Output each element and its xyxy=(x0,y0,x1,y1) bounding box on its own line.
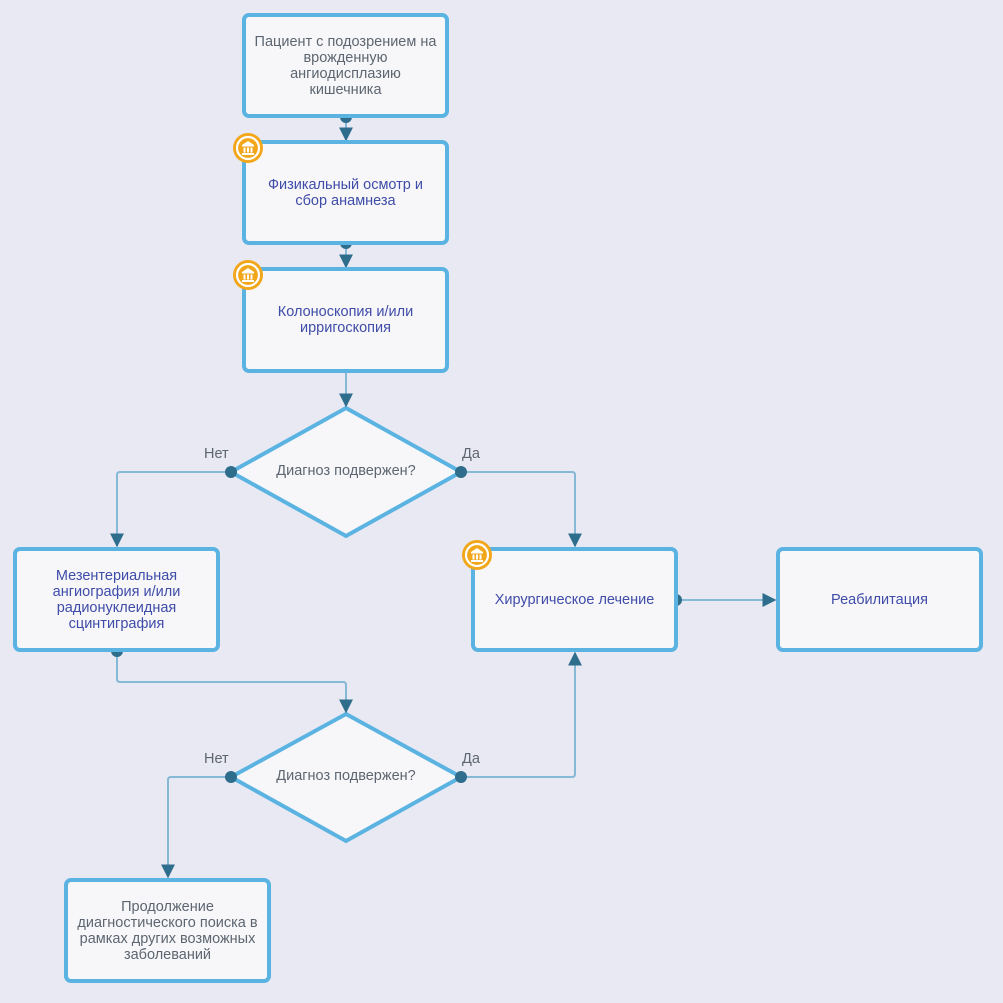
guideline-badge-icon[interactable] xyxy=(233,260,263,290)
edge-angiography-to-decision2 xyxy=(116,651,353,714)
node-colonoscopy-label: Колоноскопия и/или ирригоскопия xyxy=(277,304,414,336)
badge-glyph-icon xyxy=(235,262,261,288)
node-start[interactable]: Пациент с подозрением на врожденную анги… xyxy=(242,13,449,118)
guideline-badge-icon[interactable] xyxy=(462,540,492,570)
edge-decision2-yes xyxy=(461,651,582,778)
node-surgery[interactable]: Хирургическое лечение xyxy=(471,547,678,652)
decision-1-no-label: Нет xyxy=(204,446,229,462)
connector-dot xyxy=(225,771,237,783)
node-rehab[interactable]: Реабилитация xyxy=(776,547,983,652)
node-start-label: Пациент с подозрением на врожденную анги… xyxy=(254,33,437,98)
node-continue-search-label: Продолжение диагностического поиска в ра… xyxy=(77,898,258,963)
node-exam-label: Физикальный осмотр и сбор анамнеза xyxy=(267,176,424,209)
node-continue-search[interactable]: Продолжение диагностического поиска в ра… xyxy=(64,878,271,983)
guideline-badge-icon[interactable] xyxy=(233,133,263,163)
decision-2-no-label: Нет xyxy=(204,751,229,767)
decision-2-yes-label: Да xyxy=(462,751,480,767)
edge-decision2-no xyxy=(161,776,231,879)
connector-dot xyxy=(225,466,237,478)
node-surgery-label: Хирургическое лечение xyxy=(494,591,655,608)
edge-decision1-no xyxy=(110,471,231,548)
connector-dot xyxy=(455,771,467,783)
node-exam[interactable]: Физикальный осмотр и сбор анамнеза xyxy=(242,140,449,245)
node-colonoscopy[interactable]: Колоноскопия и/или ирригоскопия xyxy=(242,267,449,373)
edge-decision1-yes xyxy=(461,471,582,548)
decision-diamond-1[interactable] xyxy=(226,405,466,539)
badge-glyph-icon xyxy=(464,542,490,568)
decision-diamond-2[interactable] xyxy=(226,711,466,844)
decision-1-yes-label: Да xyxy=(462,446,480,462)
node-angiography-label: Мезентериальная ангиография и/или радион… xyxy=(52,567,181,632)
badge-glyph-icon xyxy=(235,135,261,161)
node-angiography[interactable]: Мезентериальная ангиография и/или радион… xyxy=(13,547,220,652)
connector-dot xyxy=(455,466,467,478)
node-rehab-label: Реабилитация xyxy=(831,591,928,608)
